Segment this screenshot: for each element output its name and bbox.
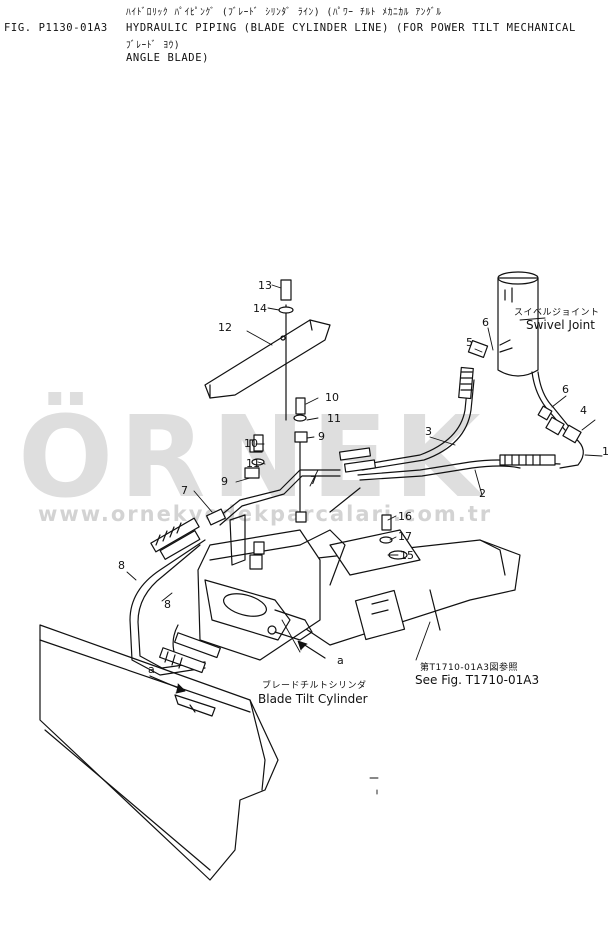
callout-7: 7	[310, 474, 317, 487]
callout-section-a: a	[337, 654, 344, 667]
callout-17: 17	[398, 530, 412, 543]
callout-4: 4	[580, 404, 587, 417]
see-fig-reference: See Fig. T1710-01A3	[415, 673, 540, 687]
callout-6: 6	[562, 383, 569, 396]
callout-7: 7	[181, 484, 188, 497]
callout-16: 16	[398, 510, 412, 523]
callout-9: 9	[221, 475, 228, 488]
title-english-line1: HYDRAULIC PIPING (BLADE CYLINDER LINE) (…	[126, 22, 576, 34]
cylinder-label: Blade Tilt Cylinder	[258, 692, 368, 706]
bolts-and-washers	[251, 279, 408, 560]
title-english-line2: ANGLE BLADE)	[126, 52, 210, 64]
callout-11: 11	[246, 457, 260, 470]
callout-10: 10	[244, 437, 258, 450]
leader-lines	[126, 284, 603, 795]
figure-id: FIG. P1130-01A3	[4, 22, 108, 34]
callout-2: 2	[479, 487, 486, 500]
callout-1: 1	[602, 445, 609, 458]
callout-5: 5	[466, 336, 473, 349]
cover-plate-12	[204, 319, 331, 399]
callout-10: 10	[325, 391, 339, 404]
title-japanese-line1: ﾊｲﾄﾞﾛﾘｯｸ ﾊﾟｲﾋﾟﾝｸﾞ (ﾌﾞﾚｰﾄﾞ ｼﾘﾝﾀﾞ ﾗｲﾝ) (ﾊﾟ…	[126, 7, 442, 18]
blade-frame	[299, 529, 521, 646]
cylinder-label-jp: ブレードチルトシリンダ	[262, 681, 367, 691]
callout-11: 11	[327, 412, 341, 425]
callout-numbers: 13 14 12 10 11 9 10 11 9 7 7 5 6 6 4 1 2…	[118, 279, 609, 676]
swivel-joint-label-jp: スイベルジョイント	[514, 308, 600, 318]
callout-6: 6	[482, 316, 489, 329]
angle-blade	[39, 624, 279, 881]
callout-15: 15	[400, 549, 414, 562]
callout-14: 14	[253, 302, 267, 315]
callout-12: 12	[218, 321, 232, 334]
callout-8: 8	[118, 559, 125, 572]
callout-3: 3	[425, 425, 432, 438]
callout-8: 8	[164, 598, 171, 611]
title-japanese-line2: ﾌﾞﾚｰﾄﾞ ﾖｳ)	[126, 40, 181, 51]
callout-13: 13	[258, 279, 272, 292]
callout-section-a: a	[148, 663, 155, 676]
see-fig-label-jp: 第T1710-01A3図参照	[420, 663, 518, 673]
swivel-joint-label: Swivel Joint	[526, 318, 595, 332]
callout-9: 9	[318, 430, 325, 443]
hose-fittings	[150, 340, 582, 674]
swivel-joint	[497, 271, 539, 377]
